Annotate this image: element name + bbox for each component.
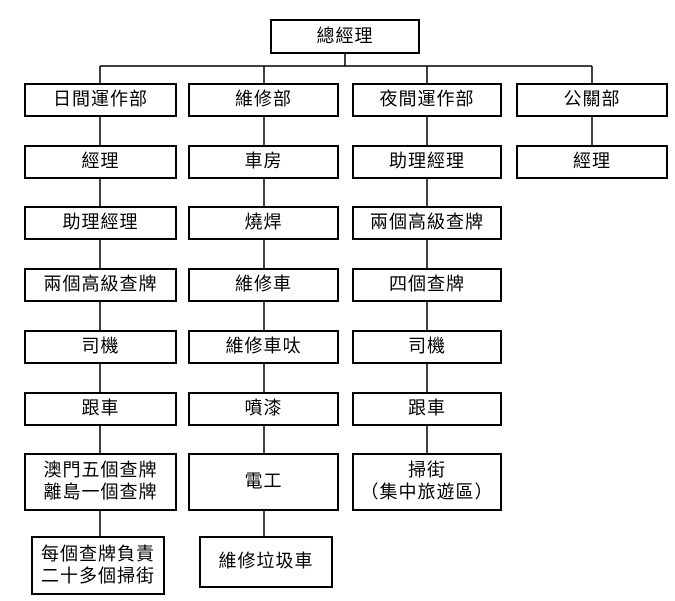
department-box: 夜間運作部 xyxy=(352,83,502,117)
role-box: 燒焊 xyxy=(188,206,339,240)
role-box: 每個查牌負責 二十多個掃街 xyxy=(31,536,165,595)
department-label: 日間運作部 xyxy=(53,89,148,110)
role-box: 噴漆 xyxy=(188,392,339,426)
department-box: 公關部 xyxy=(516,83,668,117)
role-label: 燒焊 xyxy=(244,212,283,233)
department-box: 日間運作部 xyxy=(24,83,177,117)
department-label: 維修部 xyxy=(235,89,292,110)
role-box: 司機 xyxy=(24,330,177,364)
role-label: 每個查牌負責 二十多個掃街 xyxy=(41,543,155,587)
role-box: 維修垃圾車 xyxy=(199,536,333,588)
department-box: 維修部 xyxy=(188,83,339,117)
role-box: 澳門五個查牌 離島一個查牌 xyxy=(24,453,177,511)
role-label: 經理 xyxy=(573,151,611,172)
role-box: 四個查牌 xyxy=(352,268,502,302)
role-label: 車房 xyxy=(244,151,283,172)
role-box: 助理經理 xyxy=(24,206,177,240)
role-box: 兩個高級查牌 xyxy=(352,206,502,240)
role-label: 助理經理 xyxy=(389,151,465,172)
role-box: 電工 xyxy=(188,453,339,511)
department-label: 夜間運作部 xyxy=(379,89,475,110)
role-label: 司機 xyxy=(81,336,120,357)
role-label: 跟車 xyxy=(408,398,446,419)
role-label: 維修垃圾車 xyxy=(218,551,314,572)
general-manager-label: 總經理 xyxy=(316,25,374,47)
role-box: 跟車 xyxy=(352,392,502,426)
role-box: 維修車 xyxy=(188,268,339,302)
role-label: 兩個高級查牌 xyxy=(370,212,484,233)
role-label: 經理 xyxy=(81,151,120,172)
role-box: 司機 xyxy=(352,330,502,364)
role-label: 噴漆 xyxy=(244,398,283,419)
role-box: 經理 xyxy=(516,145,668,179)
role-label: 司機 xyxy=(408,336,446,357)
role-label: 四個查牌 xyxy=(389,274,465,295)
role-box: 維修車呔 xyxy=(188,330,339,364)
general-manager-box: 總經理 xyxy=(270,19,420,54)
role-label: 澳門五個查牌 離島一個查牌 xyxy=(43,460,158,503)
role-box: 車房 xyxy=(188,145,339,179)
role-label: 跟車 xyxy=(81,398,120,419)
role-box: 兩個高級查牌 xyxy=(24,268,177,302)
role-label: 維修車呔 xyxy=(225,336,302,357)
role-label: 掃街 （集中旅遊區） xyxy=(360,460,494,503)
role-box: 助理經理 xyxy=(352,145,502,179)
role-box: 跟車 xyxy=(24,392,177,426)
role-label: 兩個高級查牌 xyxy=(43,274,158,295)
role-label: 電工 xyxy=(244,471,283,492)
role-box: 經理 xyxy=(24,145,177,179)
department-label: 公關部 xyxy=(563,89,621,110)
role-label: 助理經理 xyxy=(62,212,139,233)
role-box: 掃街 （集中旅遊區） xyxy=(352,453,502,511)
role-label: 維修車 xyxy=(235,274,292,295)
